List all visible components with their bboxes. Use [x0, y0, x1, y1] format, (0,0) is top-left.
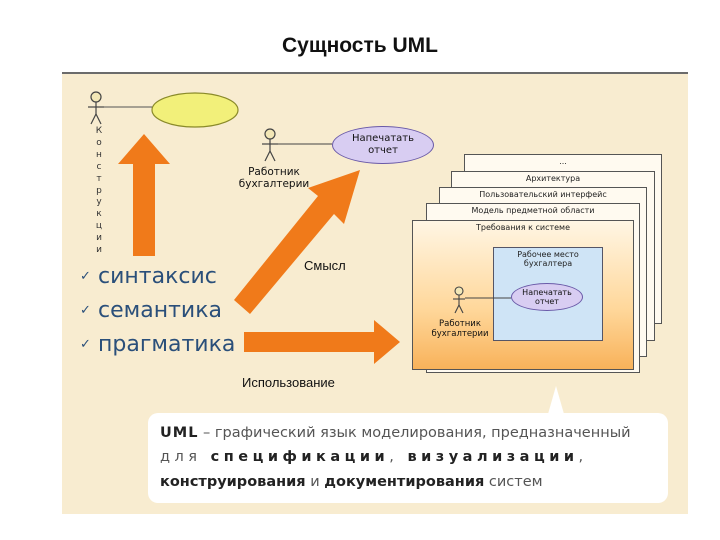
arrow-diagonal-icon — [234, 170, 360, 314]
actor-icon — [262, 128, 278, 162]
list-item: ✓прагматика — [80, 328, 235, 362]
arrow-right-icon — [244, 320, 400, 364]
usage-label: Использование — [242, 375, 335, 390]
definition-caption: UML – графический язык моделирования, пр… — [148, 413, 668, 503]
meaning-label: Смысл — [304, 258, 346, 273]
caption-line-3: конструирования и документирования систе… — [160, 474, 543, 490]
caption-line-2: для спецификации, визуализации, — [160, 449, 588, 465]
caption-line-1: UML – графический язык моделирования, пр… — [160, 425, 631, 441]
list-item: ✓семантика — [80, 294, 235, 328]
page-title: Сущность UML — [282, 34, 438, 57]
actor-icon — [88, 91, 104, 125]
aspect-list: ✓синтаксис ✓семантика ✓прагматика — [80, 260, 235, 362]
usecase-yellow — [151, 92, 239, 128]
actor-icon — [453, 286, 465, 314]
check-icon: ✓ — [80, 303, 91, 318]
inner-graphics — [453, 286, 511, 314]
arrow-up-icon — [118, 134, 170, 256]
check-icon: ✓ — [80, 269, 91, 284]
check-icon: ✓ — [80, 337, 91, 352]
caption-pointer — [548, 386, 564, 414]
diagram-graphics — [88, 91, 564, 414]
list-item: ✓синтаксис — [80, 260, 235, 294]
